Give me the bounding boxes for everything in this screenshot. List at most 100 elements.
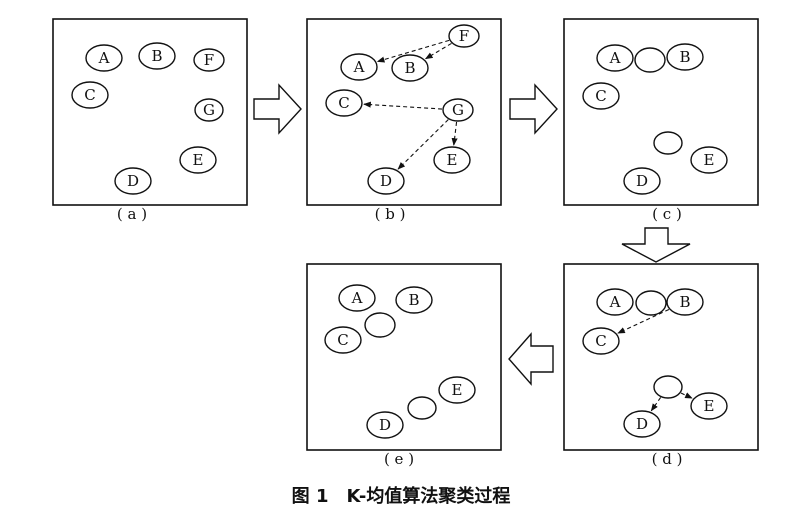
centroid-node	[635, 290, 667, 316]
centroid-node	[634, 47, 666, 73]
node-label: D	[636, 415, 648, 433]
node-label: B	[679, 293, 690, 311]
node-circle	[442, 98, 474, 122]
node-circle	[635, 290, 667, 316]
node-F: F	[448, 24, 480, 48]
centroid-node	[407, 396, 437, 420]
node-circle	[395, 286, 433, 314]
node-label: C	[595, 87, 606, 105]
node-circle	[391, 54, 429, 82]
node-D: D	[114, 167, 152, 195]
node-D: D	[367, 167, 405, 195]
node-circle	[634, 47, 666, 73]
centroid-node	[364, 312, 396, 338]
node-circle	[193, 48, 225, 72]
node-circle	[653, 375, 683, 399]
node-G: G	[442, 98, 474, 122]
node-circle	[438, 376, 476, 404]
edge-G-to-C	[363, 101, 443, 110]
node-label: A	[609, 293, 621, 311]
node-label: C	[595, 332, 606, 350]
node-circle	[338, 284, 376, 312]
node-label: B	[679, 48, 690, 66]
node-G: G	[194, 98, 224, 122]
node-circle	[690, 146, 728, 174]
panel-label: ( c )	[652, 205, 682, 223]
node-circle	[364, 312, 396, 338]
node-label: D	[380, 172, 392, 190]
node-label: E	[704, 397, 715, 415]
edge-G-to-E	[451, 121, 458, 146]
node-circle	[666, 288, 704, 316]
flow-arrow-b-to-c	[509, 83, 558, 135]
node-circle	[366, 411, 404, 439]
node-circle	[582, 327, 620, 355]
node-circle	[367, 167, 405, 195]
node-E: E	[438, 376, 476, 404]
panel-c: A B C E D ( c )	[563, 18, 759, 223]
node-D: D	[623, 167, 661, 195]
panel-label: ( a )	[117, 205, 147, 223]
flow-arrow-d-to-e	[508, 332, 554, 386]
node-label: A	[351, 289, 363, 307]
node-C: C	[325, 89, 363, 117]
node-circle	[114, 167, 152, 195]
panel-label: ( e )	[384, 450, 414, 468]
edge-G-to-D	[397, 119, 449, 170]
node-circle	[194, 98, 224, 122]
panel-e: A B C E D ( e )	[306, 263, 502, 468]
node-circle	[179, 146, 217, 174]
panel-label: ( d )	[652, 450, 683, 468]
edge-m2-to-E	[680, 392, 693, 399]
node-A: A	[338, 284, 376, 312]
panel-b: F A B C G E D ( b )	[306, 18, 502, 223]
node-label: A	[98, 49, 110, 67]
node-circle	[340, 53, 378, 81]
node-E: E	[690, 392, 728, 420]
node-B: B	[666, 43, 704, 71]
node-label: C	[84, 86, 95, 104]
node-label: C	[337, 331, 348, 349]
edge-m2-to-D	[650, 397, 662, 412]
node-A: A	[340, 53, 378, 81]
node-E: E	[433, 146, 471, 174]
node-C: C	[71, 81, 109, 109]
node-label: E	[447, 151, 458, 169]
node-circle	[325, 89, 363, 117]
edge-F-to-B	[424, 42, 452, 60]
edge-B-to-C	[617, 308, 670, 334]
node-circle	[85, 44, 123, 72]
edge-F-to-A	[376, 39, 450, 63]
node-circle	[407, 396, 437, 420]
node-label: B	[404, 59, 415, 77]
node-label: D	[379, 416, 391, 434]
node-D: D	[623, 410, 661, 438]
node-A: A	[596, 44, 634, 72]
panel-frame	[563, 18, 759, 206]
node-C: C	[324, 326, 362, 354]
node-label: C	[338, 94, 349, 112]
node-B: B	[138, 42, 176, 70]
node-E: E	[690, 146, 728, 174]
node-circle	[71, 81, 109, 109]
node-label: D	[127, 172, 139, 190]
node-circle	[666, 43, 704, 71]
panel-d: A B C E D( d )	[563, 263, 759, 468]
node-E: E	[179, 146, 217, 174]
centroid-node	[653, 375, 683, 399]
node-circle	[596, 44, 634, 72]
node-label: E	[452, 381, 463, 399]
node-circle	[138, 42, 176, 70]
node-circle	[623, 167, 661, 195]
node-circle	[596, 288, 634, 316]
node-circle	[433, 146, 471, 174]
panel-label: ( b )	[375, 205, 406, 223]
node-C: C	[582, 82, 620, 110]
node-D: D	[366, 411, 404, 439]
node-label: A	[353, 58, 365, 76]
node-B: B	[395, 286, 433, 314]
node-label: B	[151, 47, 162, 65]
node-circle	[690, 392, 728, 420]
